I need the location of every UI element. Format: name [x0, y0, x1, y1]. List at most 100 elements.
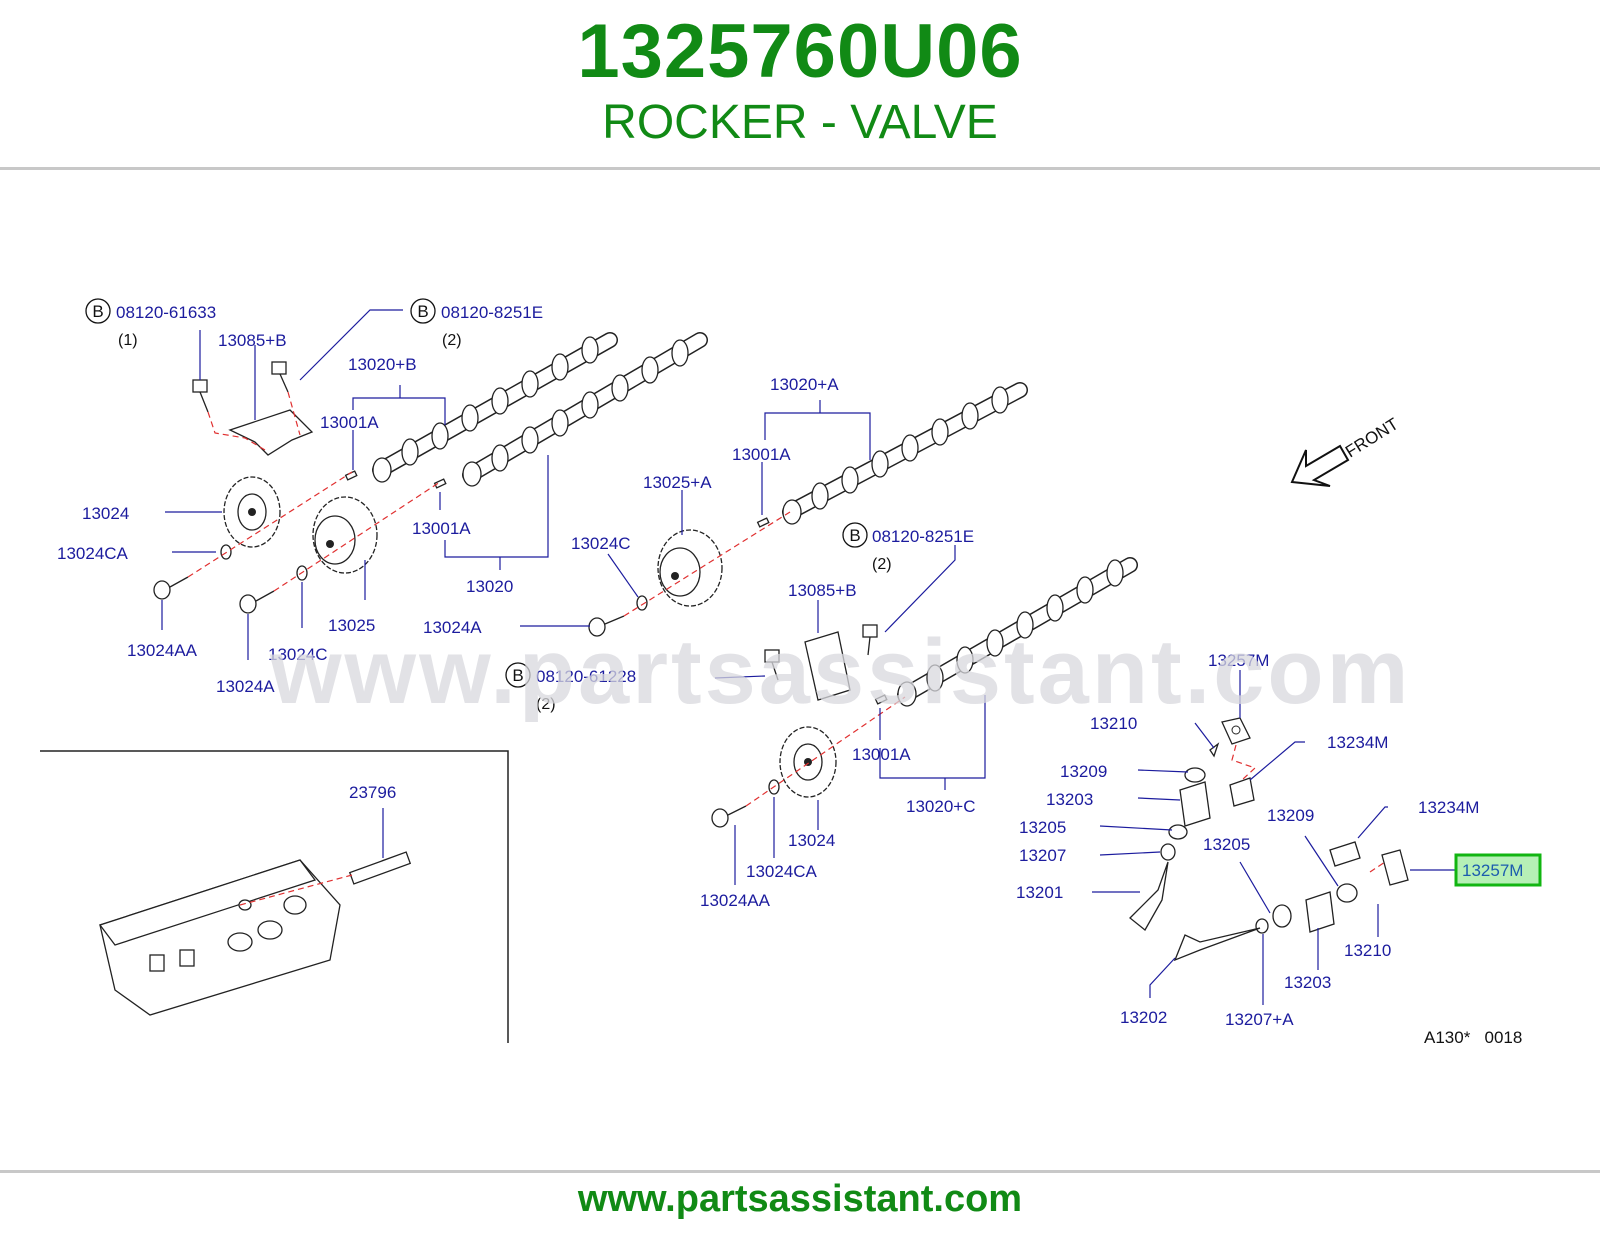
valve-train-upper [1129, 717, 1255, 931]
callout-label[interactable]: 13257M [1208, 651, 1269, 670]
callout-label[interactable]: 13001A [852, 745, 911, 764]
front-arrow-icon [1290, 444, 1350, 487]
callout-label[interactable]: 08120-61633 [116, 303, 216, 322]
watermark-text: www.partsassistant.com [270, 621, 1412, 723]
sensor-23796 [348, 851, 412, 885]
assembly-line [287, 391, 301, 436]
quantity-label: (1) [118, 332, 138, 349]
dowel-pin [433, 478, 447, 489]
valve-train-lower [1173, 841, 1409, 962]
callout-label[interactable]: 13210 [1090, 714, 1137, 733]
callout-label[interactable]: 13024AA [127, 641, 198, 660]
camshaft-upper-left [372, 332, 618, 483]
highlighted-part-box[interactable] [1454, 853, 1542, 887]
front-label: FRONT [1342, 414, 1402, 461]
washer-13024c-mid [636, 595, 648, 611]
sprocket-13025-left [312, 496, 378, 574]
bolt-upper-left [192, 379, 209, 413]
diagram-reference-code: A130* 0018 [1424, 1028, 1522, 1047]
bolt-badge-icon: B [410, 298, 436, 324]
footer-url-link[interactable]: www.partsassistant.com [577, 1178, 1023, 1220]
bolt-bracket-lower-a [764, 649, 780, 681]
bolt-13024a-mid [588, 615, 625, 637]
svg-text:B: B [417, 302, 428, 321]
callout-label[interactable]: 13025 [328, 616, 375, 635]
assembly-line [273, 481, 441, 592]
svg-text:B: B [849, 526, 860, 545]
bracket-upper [228, 409, 314, 456]
sprocket-13025a [657, 529, 723, 607]
part-number-title: 1325760U06 [577, 9, 1023, 94]
sprocket-13024-mid [779, 726, 837, 798]
assembly-line [623, 511, 791, 617]
quantity-label: (2) [442, 332, 462, 349]
callout-label[interactable]: 08120-61228 [536, 667, 636, 686]
callout-label[interactable]: 08120-8251E [872, 527, 974, 546]
callout-label[interactable]: 13024A [423, 618, 482, 637]
callout-label[interactable]: 13020 [466, 577, 513, 596]
callout-label[interactable]: 13001A [732, 445, 791, 464]
callout-label[interactable]: 13203 [1284, 973, 1331, 992]
callout-label[interactable]: 13205 [1203, 835, 1250, 854]
callout-label[interactable]: 13001A [412, 519, 471, 538]
camshaft-lower-left [462, 332, 708, 487]
bolt-bracket-lower-b [862, 624, 878, 656]
assembly-line [1231, 744, 1257, 781]
callout-label[interactable]: 13209 [1267, 806, 1314, 825]
svg-text:B: B [92, 302, 103, 321]
callout-label[interactable]: 13234M [1418, 798, 1479, 817]
callout-label[interactable]: 13020+C [906, 797, 975, 816]
assembly-line [745, 696, 906, 807]
callout-label[interactable]: 13024 [82, 504, 129, 523]
callout-label[interactable]: 13234M [1327, 733, 1388, 752]
callout-label[interactable]: 13020+B [348, 355, 417, 374]
callout-label[interactable]: 13001A [320, 413, 379, 432]
dowel-pin [756, 517, 770, 528]
callout-label[interactable]: 13203 [1046, 790, 1093, 809]
bolt-upper-mid [271, 361, 289, 393]
callout-label[interactable]: 13209 [1060, 762, 1107, 781]
callout-label[interactable]: 13024AA [700, 891, 771, 910]
callout-label[interactable]: 13210 [1344, 941, 1391, 960]
sprocket-13024-left [223, 476, 281, 548]
cylinder-head-inset [98, 859, 341, 1016]
part-name-subtitle: ROCKER - VALVE [602, 96, 998, 149]
bracket-lower [804, 631, 851, 701]
callout-label[interactable]: 13201 [1016, 883, 1063, 902]
callout-label[interactable]: 13020+A [770, 375, 839, 394]
bolt-13024aa-mid [711, 805, 747, 828]
assembly-line [187, 471, 353, 578]
assembly-line [207, 411, 266, 451]
callout-label[interactable]: 23796 [349, 783, 396, 802]
callout-label[interactable]: 13024A [216, 677, 275, 696]
quantity-label: (2) [536, 696, 556, 713]
bolt-badge-icon: B [505, 662, 531, 688]
callout-label[interactable]: 13085+B [788, 581, 857, 600]
assembly-line [1369, 861, 1386, 873]
bolt-badge-icon: B [85, 298, 111, 324]
callout-label[interactable]: 13207 [1019, 846, 1066, 865]
leader-lines [161, 309, 1458, 1005]
callout-label[interactable]: 13024CA [746, 862, 818, 881]
callout-label[interactable]: 08120-8251E [441, 303, 543, 322]
camshaft-13020c [897, 557, 1138, 707]
callout-label[interactable]: 13202 [1120, 1008, 1167, 1027]
callout-label[interactable]: 13024 [788, 831, 835, 850]
inset-frame [40, 750, 509, 1043]
camshaft-13020a [782, 382, 1028, 525]
callout-label[interactable]: 13207+A [1225, 1010, 1294, 1029]
quantity-label: (2) [872, 556, 892, 573]
header-divider [0, 167, 1600, 170]
callout-label[interactable]: 13025+A [643, 473, 712, 492]
dowel-pin [874, 694, 888, 705]
callout-label[interactable]: 13024CA [57, 544, 129, 563]
callout-label[interactable]: 13085+B [218, 331, 287, 350]
callout-label[interactable]: 13024C [268, 645, 328, 664]
callout-label[interactable]: 13024C [571, 534, 631, 553]
bolt-13024aa-left [153, 576, 189, 600]
callout-label[interactable]: 13205 [1019, 818, 1066, 837]
svg-text:B: B [512, 666, 523, 685]
highlighted-part-label[interactable]: 13257M [1462, 861, 1523, 880]
bolt-13024a-left [239, 590, 275, 614]
